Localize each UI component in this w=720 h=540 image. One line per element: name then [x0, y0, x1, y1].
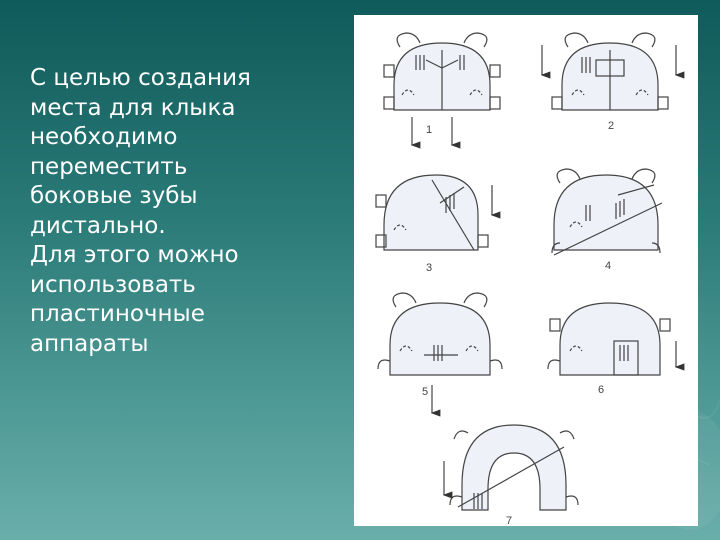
text-line: использовать: [30, 271, 196, 298]
figure-label-1: 1: [426, 124, 432, 136]
figure-label-7: 7: [506, 515, 512, 526]
text-line: переместить: [30, 153, 188, 180]
appliance-diagram-2: [540, 32, 685, 111]
figure-label-2: 2: [608, 120, 614, 132]
appliance-diagram-4: [551, 168, 663, 256]
appliance-diagram-3: [375, 174, 501, 251]
text-line: места для клыка: [30, 94, 236, 121]
figure-label-5: 5: [422, 386, 428, 398]
figure-label-4: 4: [605, 260, 611, 272]
text-line: необходимо: [30, 124, 178, 150]
appliance-diagram-7: [442, 424, 579, 511]
text-line: С целью создания: [30, 65, 251, 91]
appliance-diagram-5: [377, 292, 503, 417]
appliance-figure: 1 2 3 4 5 6 7: [375, 32, 685, 526]
text-line: аппараты: [30, 330, 149, 357]
appliance-figure-panel: 1 2 3 4 5 6 7: [354, 15, 698, 526]
slide-text: С целью создания места для клыка необход…: [30, 64, 330, 359]
appliance-diagram-1: [383, 32, 501, 149]
text-line: дистально.: [30, 212, 166, 239]
figure-label-3: 3: [426, 262, 432, 274]
figure-label-6: 6: [598, 384, 604, 396]
text-line: пластиночные: [30, 301, 205, 327]
text-line: боковые зубы: [30, 183, 198, 209]
appliance-diagram-6: [547, 302, 685, 376]
text-line: Для этого можно: [30, 242, 239, 268]
